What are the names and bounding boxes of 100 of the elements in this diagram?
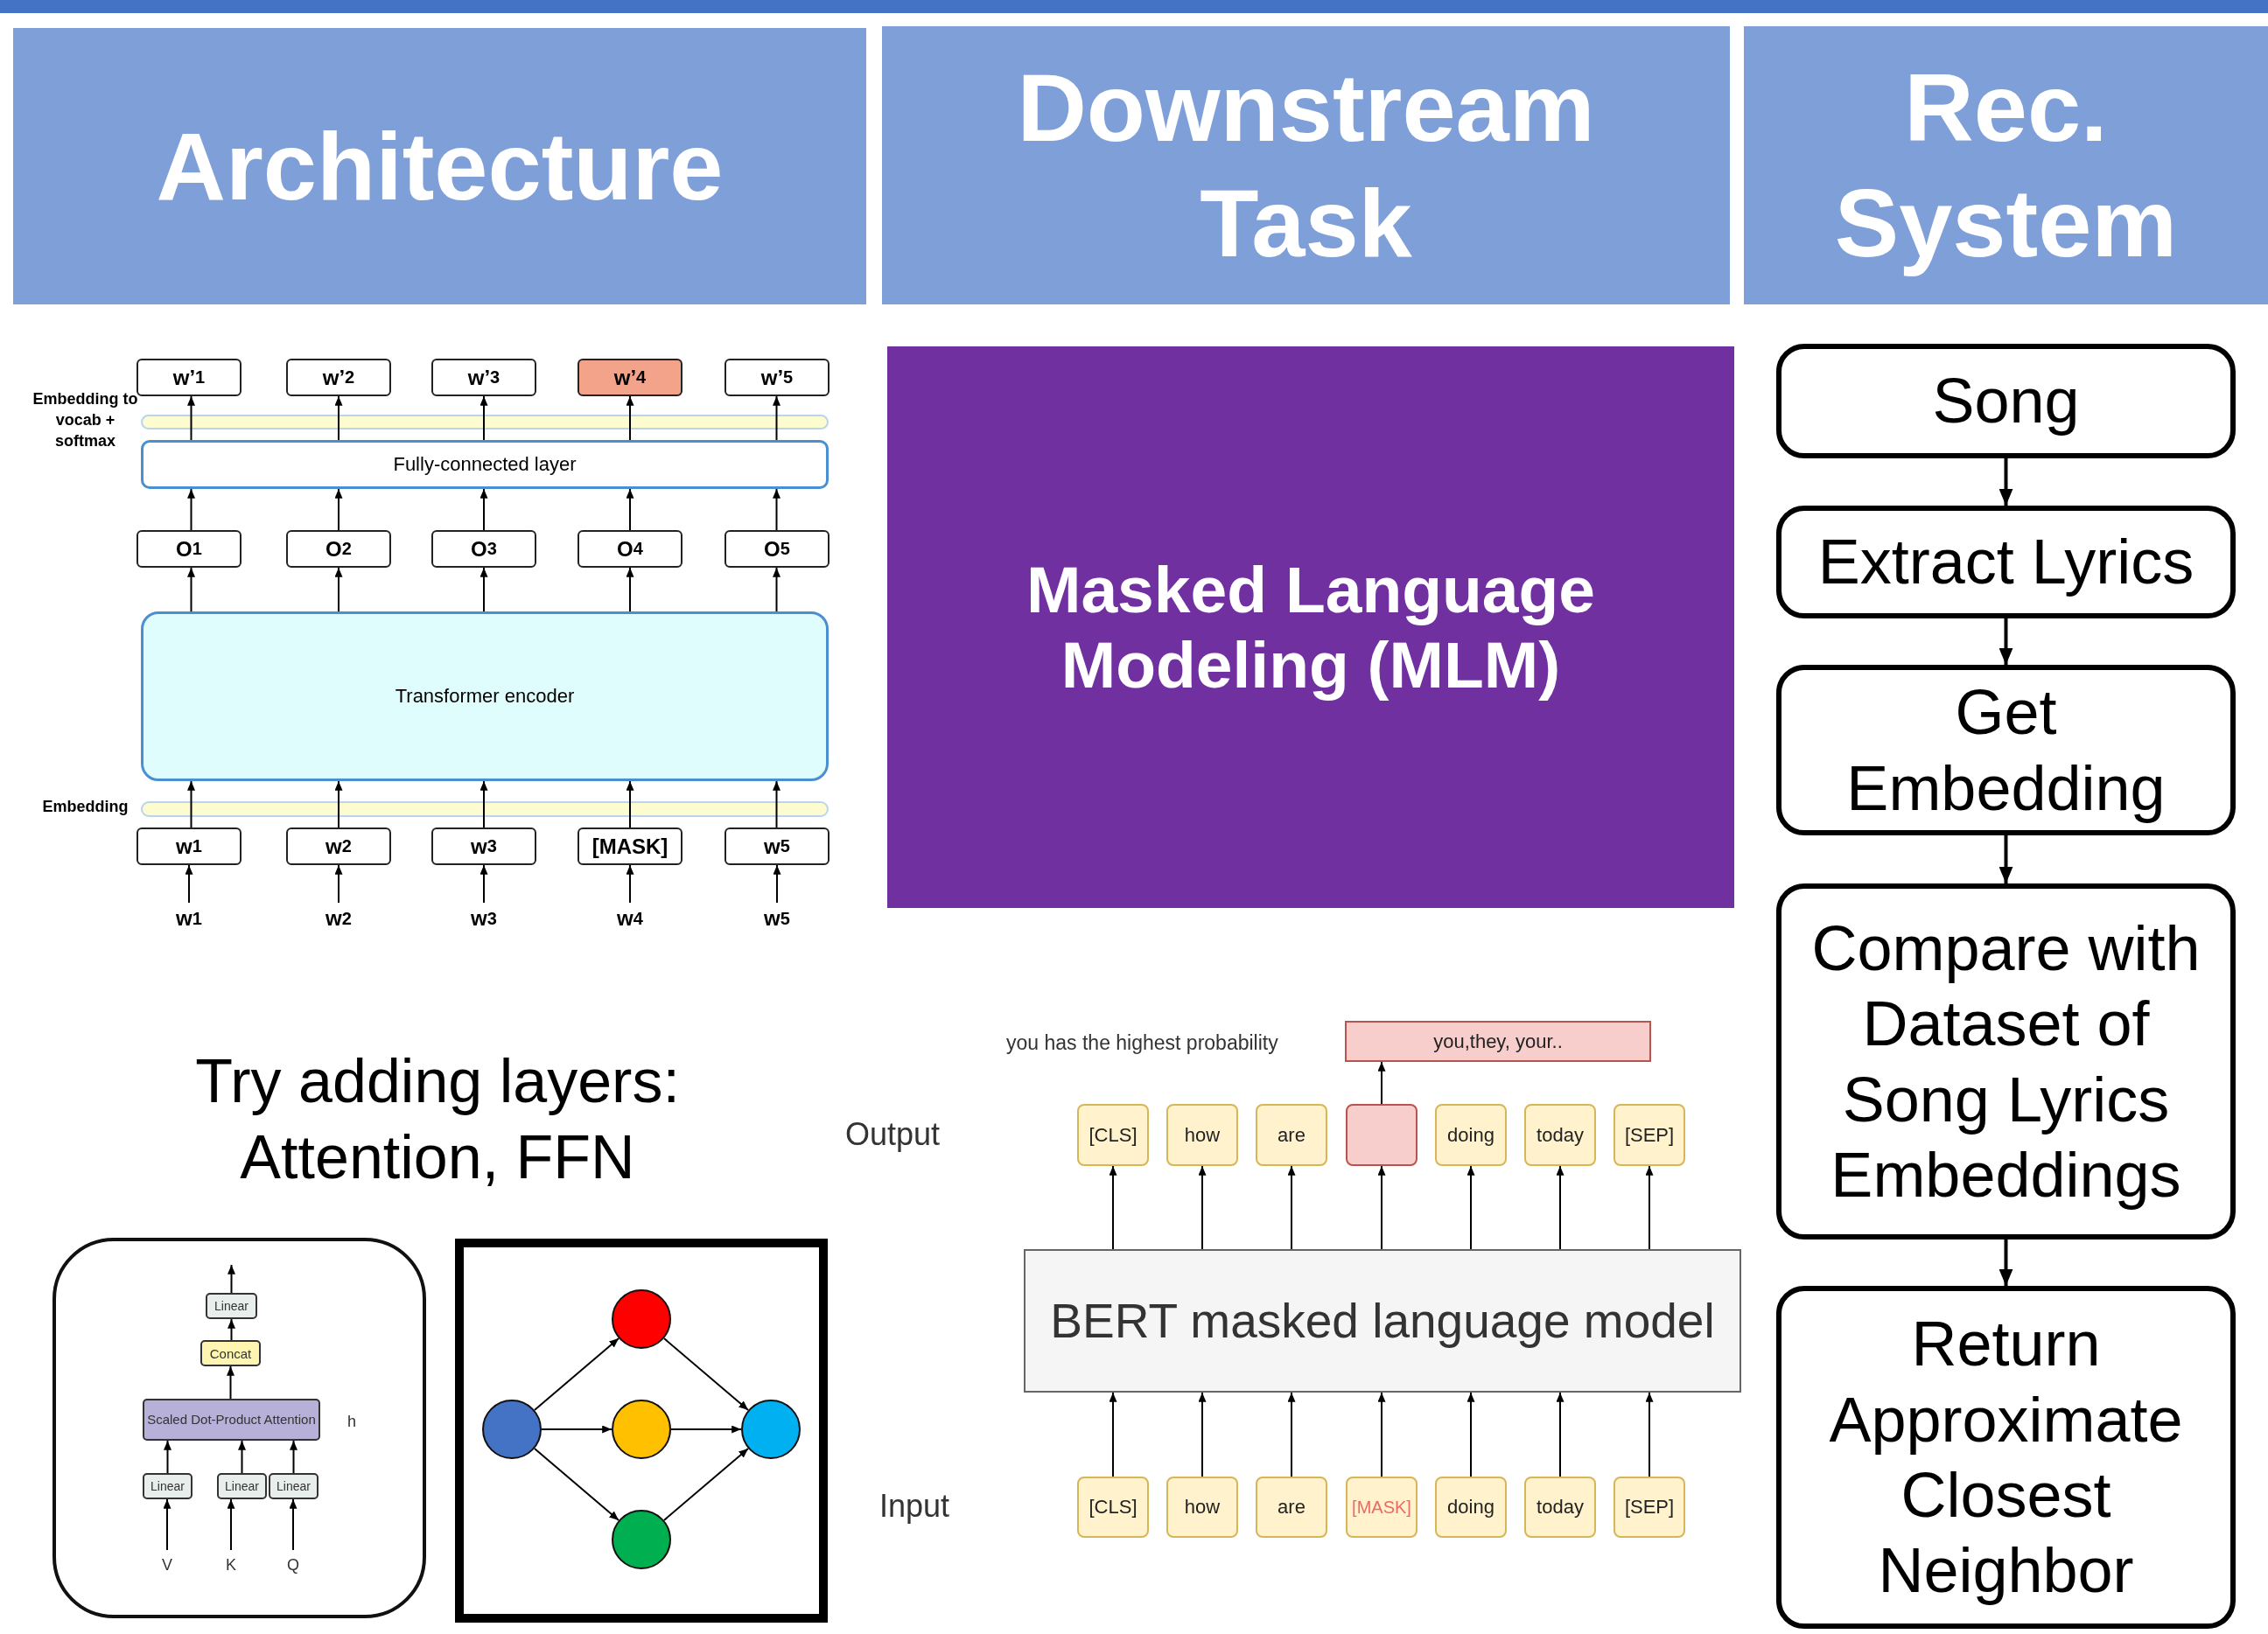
arrow [1377, 1061, 1386, 1105]
head-count-label: h [346, 1411, 357, 1432]
layer-box: Fully-connected layer [141, 440, 829, 489]
graph-node-circle [741, 1400, 801, 1459]
arrow [773, 780, 780, 828]
arrow [1198, 1392, 1207, 1477]
arrow [228, 1264, 235, 1294]
arrow [334, 864, 343, 904]
masked-output-box [1346, 1104, 1418, 1166]
arrow [626, 864, 634, 904]
arrow [626, 780, 634, 828]
model-box: BERT masked language model [1024, 1249, 1741, 1393]
token-box: are [1256, 1477, 1327, 1538]
token-box: today [1524, 1104, 1596, 1166]
arrow [1556, 1392, 1564, 1477]
arrow [480, 488, 488, 531]
arrow [334, 567, 343, 612]
arrow [227, 1498, 235, 1551]
token-box: today [1524, 1477, 1596, 1538]
arrow [334, 395, 343, 441]
process-box: Get Embedding [1776, 665, 2236, 835]
linear-box: Linear [206, 1293, 257, 1319]
concat-box: Concat [200, 1340, 261, 1366]
arrow [670, 1425, 742, 1434]
arrow [163, 1498, 172, 1551]
token-box: doing [1435, 1104, 1507, 1166]
arrow [1377, 1392, 1386, 1477]
arrow [187, 395, 195, 441]
token-box: are [1256, 1104, 1327, 1166]
arrow [228, 1318, 235, 1341]
arrow [480, 395, 488, 441]
arrow [1466, 1392, 1475, 1477]
layer-label: Embedding to vocab + softmax [32, 388, 139, 452]
arrow [227, 1365, 234, 1400]
arrow [1377, 1165, 1386, 1250]
graph-node-circle [612, 1510, 671, 1569]
token-box: [CLS] [1077, 1104, 1149, 1166]
linear-box: Linear [269, 1473, 318, 1499]
token-box: doing [1435, 1477, 1507, 1538]
arrow [773, 395, 780, 441]
row-label: Input [878, 1487, 951, 1526]
arrow [626, 395, 634, 441]
arrow [1109, 1392, 1117, 1477]
input-label: V [154, 1550, 180, 1580]
row-label: Output [844, 1115, 942, 1154]
arrow [187, 488, 195, 531]
arrow [187, 567, 195, 612]
section-header: Architecture [13, 28, 866, 304]
graph-node-circle [612, 1289, 671, 1349]
arrow [626, 488, 634, 531]
input-label: K [218, 1550, 244, 1580]
arrow [164, 1440, 172, 1474]
arrow [533, 1337, 620, 1411]
note-text: you has the highest probability [1006, 1030, 1279, 1056]
arrow [626, 567, 634, 612]
process-box: Song [1776, 344, 2236, 458]
token-box: how [1166, 1104, 1238, 1166]
token-box: [MASK] [1346, 1477, 1418, 1538]
token-box: [SEP] [1614, 1104, 1685, 1166]
arrow [1645, 1165, 1654, 1250]
attention-box: Scaled Dot-Product Attention [143, 1399, 320, 1441]
arrow [1645, 1392, 1654, 1477]
arrow [185, 864, 193, 904]
graph-frame [455, 1239, 828, 1623]
layer-label: Embedding [41, 796, 130, 817]
arrow [1998, 835, 2013, 883]
arrow [1287, 1392, 1296, 1477]
arrow [1198, 1165, 1207, 1250]
process-box: Compare with Dataset of Song Lyrics Embeddings [1776, 883, 2236, 1239]
arrow [290, 1440, 298, 1474]
arrow [334, 780, 343, 828]
arrow [480, 780, 488, 828]
token-box: [CLS] [1077, 1477, 1149, 1538]
arrow [187, 780, 195, 828]
arrow [1556, 1165, 1564, 1250]
prediction-box: you,they, your.. [1345, 1021, 1651, 1062]
arrow [1466, 1165, 1475, 1250]
arrow [773, 864, 781, 904]
process-box: Extract Lyrics [1776, 506, 2236, 618]
token-box: [SEP] [1614, 1477, 1685, 1538]
encoder-box: Transformer encoder [141, 611, 829, 781]
arrow [1998, 618, 2013, 665]
linear-box: Linear [217, 1473, 267, 1499]
arrow [541, 1425, 612, 1434]
section-header: Downstream Task [882, 26, 1730, 304]
token-box: how [1166, 1477, 1238, 1538]
arrow [773, 567, 780, 612]
arrow [1998, 1239, 2013, 1286]
arrow [662, 1337, 750, 1411]
section-header: Rec. System [1744, 26, 2268, 304]
arrow [1109, 1165, 1117, 1250]
input-label: Q [280, 1550, 306, 1580]
arrow [773, 488, 780, 531]
arrow [289, 1498, 298, 1551]
task-panel: Masked Language Modeling (MLM) [887, 346, 1734, 908]
arrow [238, 1440, 246, 1474]
arrow [1998, 458, 2013, 506]
arrow [334, 488, 343, 531]
linear-box: Linear [143, 1473, 192, 1499]
arrow [480, 864, 488, 904]
